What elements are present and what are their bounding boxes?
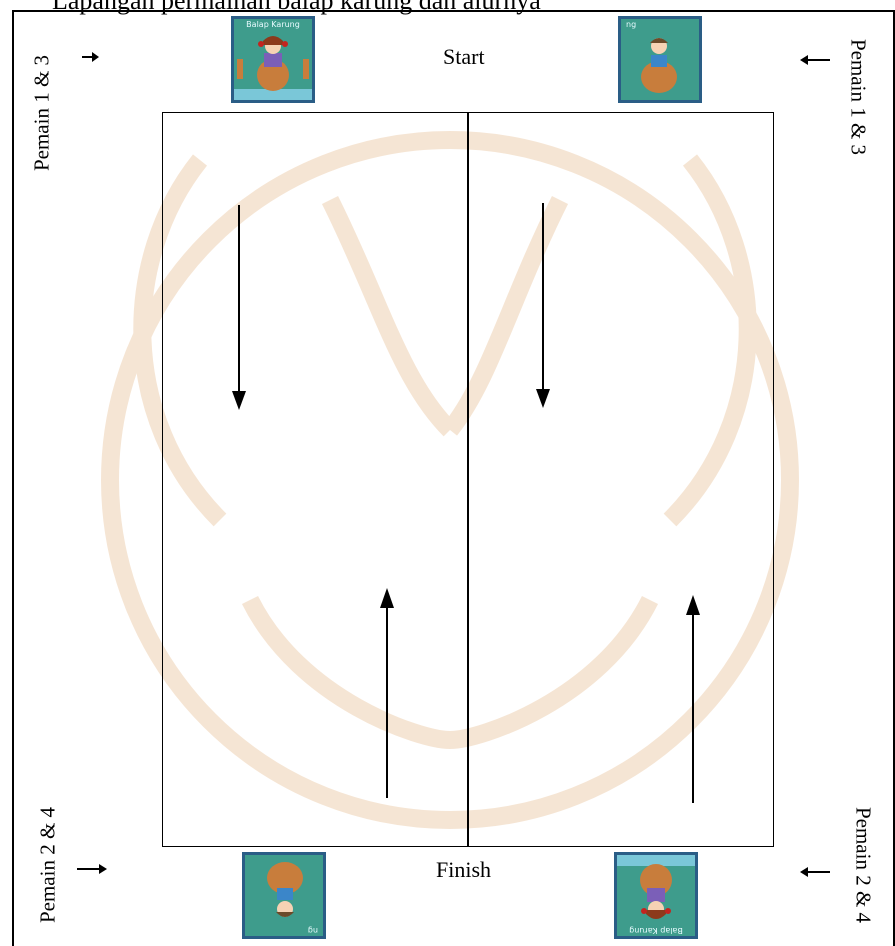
player-girl-card-icon: Balap Karung (231, 16, 315, 103)
left-arrow-icon (800, 53, 830, 67)
down-arrow-icon (230, 205, 248, 410)
players-bottom-left-label: Pemain 2 & 4 (36, 807, 61, 923)
card-title: Balap Karung (617, 926, 695, 935)
player-boy-card-icon: ng (618, 16, 702, 103)
up-arrow-icon (378, 588, 396, 798)
lane-divider (467, 112, 469, 847)
card-title: Balap Karung (234, 20, 312, 29)
right-arrow-icon (82, 50, 100, 64)
start-label: Start (443, 44, 485, 70)
players-bottom-right-label: Pemain 2 & 4 (851, 807, 876, 923)
left-arrow-icon (800, 865, 830, 879)
card-title-short: ng (245, 926, 318, 935)
players-top-left-label: Pemain 1 & 3 (30, 55, 55, 171)
up-arrow-icon (684, 595, 702, 803)
players-top-right-label: Pemain 1 & 3 (846, 39, 871, 155)
down-arrow-icon (534, 203, 552, 408)
finish-label: Finish (436, 857, 491, 883)
card-title-short: ng (626, 20, 699, 29)
right-arrow-icon (77, 862, 107, 876)
player-boy-card-icon: ng (242, 852, 326, 939)
player-girl-card-icon: Balap Karung (614, 852, 698, 939)
